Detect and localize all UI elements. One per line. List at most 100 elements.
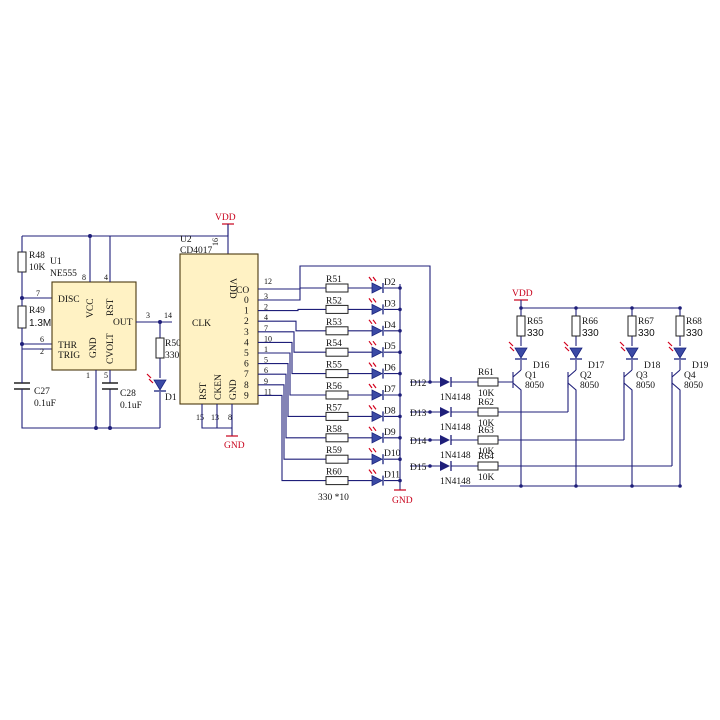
u2-output-label: 3: [244, 328, 249, 338]
ladder-resistor: [325, 390, 349, 400]
indicator-led-ref: D19: [692, 361, 709, 371]
u2-part: CD4017: [180, 246, 212, 256]
u2-output-pin-number: 4: [264, 313, 268, 322]
ladder-led-ref: D9: [384, 428, 396, 438]
led-d1: [153, 379, 167, 391]
r50-value: 330: [165, 351, 180, 361]
u2-output-pin-number: 6: [264, 366, 268, 375]
ne555-pin-wires: [89, 236, 172, 428]
u2-output-pin-number: 11: [264, 387, 272, 396]
collector-resistor-value: 330: [638, 328, 655, 339]
ladder-led-ref: D7: [384, 385, 396, 395]
pin7-number: 7: [36, 289, 40, 298]
ladder-resistor: [325, 347, 349, 357]
ladder-resistor-ref: R59: [326, 446, 342, 456]
ladder-led-ref: D11: [384, 471, 400, 481]
collector-resistor-ref: R66: [582, 317, 598, 327]
junction-dot: [158, 320, 162, 324]
r50-ref: R50: [165, 339, 181, 349]
transistor-ref: Q1: [525, 371, 537, 381]
diode-ref: D13: [410, 409, 427, 419]
ladder-resistor: [325, 433, 349, 443]
pin-disc-label: DISC: [58, 295, 80, 305]
output-trace-wire: [258, 373, 326, 439]
pin4-number: 4: [104, 273, 108, 282]
u2-output-pin-number: 3: [264, 292, 268, 301]
ladder-resistor-ref: R58: [326, 425, 342, 435]
collector-resistor: [627, 315, 637, 337]
output-trace-wire: [258, 320, 326, 332]
base-resistor-value: 10K: [478, 389, 495, 399]
diode-part: 1N4148: [440, 477, 471, 487]
diode-ref: D15: [410, 463, 427, 473]
base-resistor: [477, 407, 499, 417]
transistor-ref: Q4: [684, 371, 696, 381]
diode-icon: [440, 435, 450, 445]
diode-part: 1N4148: [440, 451, 471, 461]
ladder-resistor-ref: R54: [326, 339, 342, 349]
ladder-led-glow-icon: [368, 426, 377, 432]
indicator-led-glow-icon: [667, 341, 674, 352]
driver-vdd-wire: [520, 300, 680, 309]
base-resistor-ref: R62: [478, 398, 494, 408]
indicator-led-icon: [569, 347, 583, 359]
thr-trig-wire: [22, 343, 52, 350]
driver-section: D121N4148R6110KR65330D16Q18050D131N4148R…: [410, 306, 709, 488]
ladder-resistor: [325, 454, 349, 464]
diode-part: 1N4148: [440, 423, 471, 433]
ne555-section: R48 10K R49 1.3M C27 0.1uF U1 NE555 DISC…: [14, 224, 229, 430]
gnd-label-ladder: GND: [392, 496, 413, 506]
ladder-led-icon: [371, 389, 383, 401]
ladder-led-ref: D8: [384, 406, 396, 416]
ladder-led-glow-icon: [368, 383, 377, 389]
collector-resistor: [675, 315, 685, 337]
output-trace-wire: [258, 384, 326, 460]
top-vdd-wire: [22, 224, 229, 237]
output-trace-wire: [258, 287, 326, 301]
u2-rst-label: RST: [199, 382, 209, 400]
transistor-part: 8050: [684, 381, 703, 391]
output-trace-wire: [258, 308, 326, 312]
u2-co-label: CO: [236, 286, 249, 296]
u2-pin15-number: 15: [196, 413, 204, 422]
ladder-value-note: 330 *10: [318, 493, 349, 503]
indicator-led-ref: D16: [533, 361, 550, 371]
junction-dot: [428, 464, 432, 468]
c28-ref: C28: [120, 389, 136, 399]
ladder-led-icon: [371, 303, 383, 316]
u1-part: NE555: [50, 269, 77, 279]
pin1-number: 1: [86, 371, 90, 380]
base-resistor-value: 10K: [478, 419, 495, 429]
ne555-chip: [51, 281, 137, 371]
collector-resistor: [571, 315, 581, 337]
r49-value: 1.3M: [29, 318, 51, 329]
u2-output-pin-number: 5: [264, 356, 268, 365]
output-trace-wire: [258, 331, 326, 353]
ladder-led-icon: [371, 453, 383, 465]
transistor-part: 8050: [636, 381, 655, 391]
u2-cken-label: CKEN: [214, 374, 224, 400]
u2-output-label: 7: [244, 370, 249, 380]
output-trace-wire: [258, 352, 326, 396]
ladder-led-ref: D10: [384, 449, 401, 459]
ladder-led-glow-icon: [368, 276, 377, 282]
u2-output-label: 4: [244, 338, 249, 348]
ladder-resistor: [325, 326, 349, 336]
ladder-resistor-ref: R56: [326, 382, 342, 392]
indicator-led-ref: D18: [644, 361, 661, 371]
output-trace-wire: [258, 363, 326, 417]
u2-vdd-pin-label: VDD: [227, 278, 237, 299]
u1-ref: U1: [50, 257, 62, 267]
base-resistor: [477, 377, 499, 387]
ladder-resistor: [325, 411, 349, 421]
ladder-resistor: [325, 283, 349, 293]
u2-pin8-number: 8: [228, 413, 232, 422]
ladder-resistor-ref: R57: [326, 403, 342, 413]
transistor-ref: Q2: [580, 371, 592, 381]
pin-trig-label: TRIG: [58, 351, 80, 361]
d1-ref: D1: [165, 393, 177, 403]
ladder-led-icon: [371, 325, 383, 337]
transistor-column-wire: [623, 308, 633, 388]
junction-dot: [20, 342, 24, 346]
transistor-ref: Q3: [636, 371, 648, 381]
